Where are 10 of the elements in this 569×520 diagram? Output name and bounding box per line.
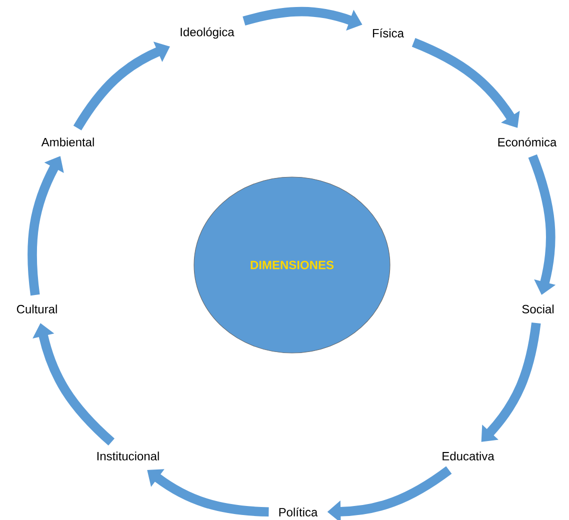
dimension-label: Institucional <box>97 452 159 460</box>
dimension-label: Ambiental <box>41 138 94 146</box>
dimension-label: Física <box>372 28 404 38</box>
dimension-label: Económica <box>498 138 557 146</box>
curved-arrow <box>481 322 541 442</box>
dimension-label: Social <box>522 304 554 314</box>
dimension-label: Educativa <box>442 452 494 460</box>
dimension-label: Cultural <box>16 304 57 314</box>
dimension-label: Política <box>279 508 318 516</box>
dimension-label: Ideológica <box>180 27 234 39</box>
